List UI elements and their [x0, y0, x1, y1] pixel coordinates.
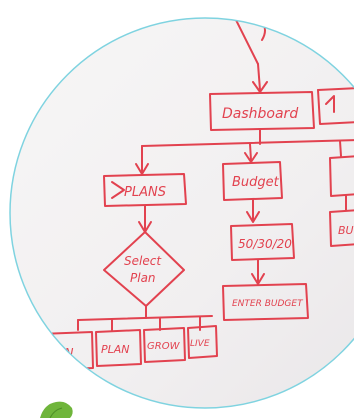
plan-box: [95, 329, 142, 367]
arrow-to-ratio: [246, 199, 260, 223]
ratio-box: [230, 223, 295, 261]
top-node-outline: [232, 0, 300, 12]
ratio-label: 50/30/20: [238, 237, 292, 251]
enter-budget-box: [222, 283, 309, 321]
select-plan-label-line2: Plan: [130, 271, 156, 285]
arrow-to-dashboard: [252, 63, 268, 93]
flowchart-drawing: Dashboard PLANS Budget: [39, 0, 354, 371]
right-top-box-bottom: [317, 89, 354, 125]
budget-box: [222, 161, 283, 201]
arrow-to-right: [339, 140, 342, 157]
arrow-to-budget: [244, 143, 258, 163]
plans-box: [103, 173, 187, 207]
right-mid-box: [329, 155, 354, 197]
dashboard-label: Dashboard: [222, 106, 298, 122]
enter-budget-label: ENTER BUDGET: [232, 299, 304, 309]
branch-line: [141, 139, 354, 147]
right-top-box: [317, 87, 354, 91]
plans-arrow-mark: [111, 181, 125, 199]
dashboard-box: [209, 91, 315, 131]
photo-circle: [10, 18, 354, 408]
live-box: [187, 325, 218, 359]
leaf-decoration: [40, 401, 73, 418]
right-ratio-label: BU: [338, 224, 354, 237]
arrow-to-plans: [135, 145, 149, 175]
select-plan-label-line1: Select: [124, 254, 162, 268]
photo-ring: [9, 17, 354, 409]
right-top-arrow: [325, 95, 335, 113]
plans-label: PLANS: [124, 185, 166, 200]
arrow-to-enter-budget: [251, 259, 265, 285]
live-label: LIVE: [190, 339, 210, 349]
grow-box: [143, 327, 186, 363]
right-ratio-box: [329, 209, 354, 247]
grow-label: GROW: [147, 341, 181, 352]
plan-label: PLAN: [101, 343, 130, 356]
bottom-branch-line: [77, 315, 213, 321]
budget-label: Budget: [232, 175, 280, 190]
bottom-branch-drops: [77, 316, 201, 331]
